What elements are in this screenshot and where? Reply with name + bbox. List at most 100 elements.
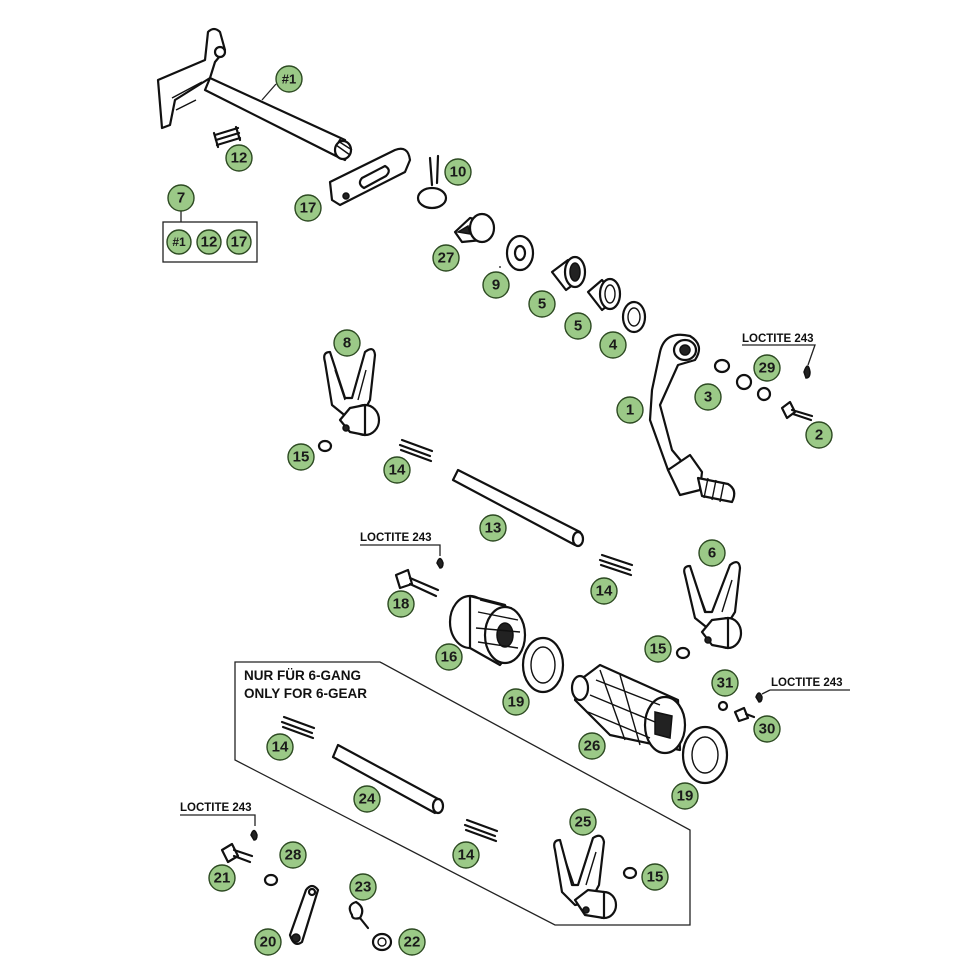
- shift-shaft: [156, 27, 353, 162]
- shift-fork-8: [323, 348, 381, 437]
- svg-text:26: 26: [584, 738, 601, 755]
- svg-text:5: 5: [538, 296, 546, 313]
- svg-text:16: 16: [441, 649, 458, 666]
- kit-box: [162, 221, 258, 263]
- callout-29: 29: [753, 354, 781, 382]
- spring-14a: [398, 438, 434, 463]
- callout-3: 3: [694, 383, 722, 411]
- kit-callout-12: 12: [196, 229, 222, 255]
- callout-5a: 5: [528, 290, 556, 318]
- callout-14a: 14: [383, 456, 411, 484]
- callout-13: 13: [479, 514, 507, 542]
- svg-text:4: 4: [609, 337, 618, 354]
- six-gear-note-en: ONLY FOR 6-GEAR: [244, 686, 367, 701]
- callout-22: 22: [398, 928, 426, 956]
- svg-text:29: 29: [759, 360, 776, 377]
- leader-lines: [261, 83, 501, 268]
- loctite-note-screw30: LOCTITE 243: [771, 677, 843, 689]
- roller-22: [371, 932, 393, 952]
- svg-text:5: 5: [574, 318, 582, 335]
- washer-31: [717, 700, 729, 712]
- callout-30: 30: [753, 715, 781, 743]
- screw-30: [733, 706, 756, 723]
- callout-14b: 14: [590, 577, 618, 605]
- svg-text:#1: #1: [172, 235, 186, 249]
- svg-text:28: 28: [285, 847, 302, 864]
- shift-drum-26: [570, 663, 687, 755]
- nut-3: [713, 358, 731, 374]
- seal-ring-4: [621, 300, 647, 334]
- shift-lever-pedal: [648, 333, 736, 504]
- callout-2: 2: [805, 421, 833, 449]
- svg-text:2: 2: [815, 427, 823, 444]
- washer-28: [263, 873, 279, 887]
- bearing-19b: [681, 725, 729, 785]
- callout-5b: 5: [564, 312, 592, 340]
- svg-text:20: 20: [260, 934, 277, 951]
- svg-text:7: 7: [177, 190, 185, 207]
- loctite-note-pedal: LOCTITE 243: [742, 333, 814, 345]
- svg-text:27: 27: [438, 250, 455, 267]
- roller-15b: [675, 646, 691, 660]
- svg-text:31: 31: [717, 675, 734, 692]
- screw-18: [394, 568, 440, 598]
- shift-rail-13: [451, 468, 585, 548]
- roller-15c: [622, 866, 638, 880]
- callout-17: 17: [294, 194, 322, 222]
- spring-12: [212, 125, 242, 149]
- callout-10: 10: [444, 158, 472, 186]
- svg-text:17: 17: [300, 200, 317, 217]
- spring-14b: [598, 553, 634, 577]
- svg-text:6: 6: [708, 545, 716, 562]
- svg-text:23: 23: [355, 879, 372, 896]
- spring-14d: [463, 818, 499, 843]
- svg-text:14: 14: [596, 583, 613, 600]
- loctite-drop-18: [436, 557, 444, 569]
- slide-plate-17: [328, 147, 412, 207]
- svg-text:18: 18: [393, 596, 410, 613]
- svg-text:#1: #1: [282, 72, 296, 87]
- svg-text:25: 25: [575, 814, 592, 831]
- callout-24: 24: [353, 785, 381, 813]
- callout-9: 9: [482, 271, 510, 299]
- kit-callout-17: 17: [226, 229, 252, 255]
- svg-text:19: 19: [677, 788, 694, 805]
- callout-14d: 14: [452, 841, 480, 869]
- callout-15b: 15: [644, 635, 672, 663]
- svg-text:24: 24: [359, 791, 376, 808]
- callout-8: 8: [333, 329, 361, 357]
- callout-26: 26: [578, 732, 606, 760]
- svg-text:12: 12: [231, 150, 248, 167]
- needle-bearing-5b: [586, 277, 622, 312]
- svg-text:10: 10: [450, 164, 467, 181]
- svg-text:15: 15: [293, 449, 310, 466]
- loctite-drop-pedal: [803, 365, 811, 379]
- svg-text:17: 17: [231, 234, 248, 251]
- callout-14c: 14: [266, 733, 294, 761]
- callout-7: 7: [167, 184, 195, 212]
- svg-text:14: 14: [458, 847, 475, 864]
- callout-19a: 19: [502, 688, 530, 716]
- shift-rail-24: [331, 743, 445, 815]
- callout-28: 28: [279, 841, 307, 869]
- svg-text:15: 15: [650, 641, 667, 658]
- svg-text:30: 30: [759, 721, 776, 738]
- svg-text:9: 9: [492, 277, 500, 294]
- bearing-19a: [521, 636, 565, 694]
- callout-12: 12: [225, 144, 253, 172]
- six-gear-note-de: NUR FÜR 6-GANG: [244, 668, 361, 683]
- roller-15a: [317, 439, 333, 453]
- callout-4: 4: [599, 331, 627, 359]
- svg-text:19: 19: [508, 694, 525, 711]
- callout-23: 23: [349, 873, 377, 901]
- callout-6: 6: [698, 539, 726, 567]
- callout-20: 20: [254, 928, 282, 956]
- callout-25: 25: [569, 808, 597, 836]
- loctite-drop-30: [755, 692, 763, 703]
- callout-1: 1: [616, 396, 644, 424]
- spring-14c: [280, 715, 316, 740]
- callout-21: 21: [208, 864, 236, 892]
- shift-fork-6: [683, 561, 743, 650]
- callout-18: 18: [387, 590, 415, 618]
